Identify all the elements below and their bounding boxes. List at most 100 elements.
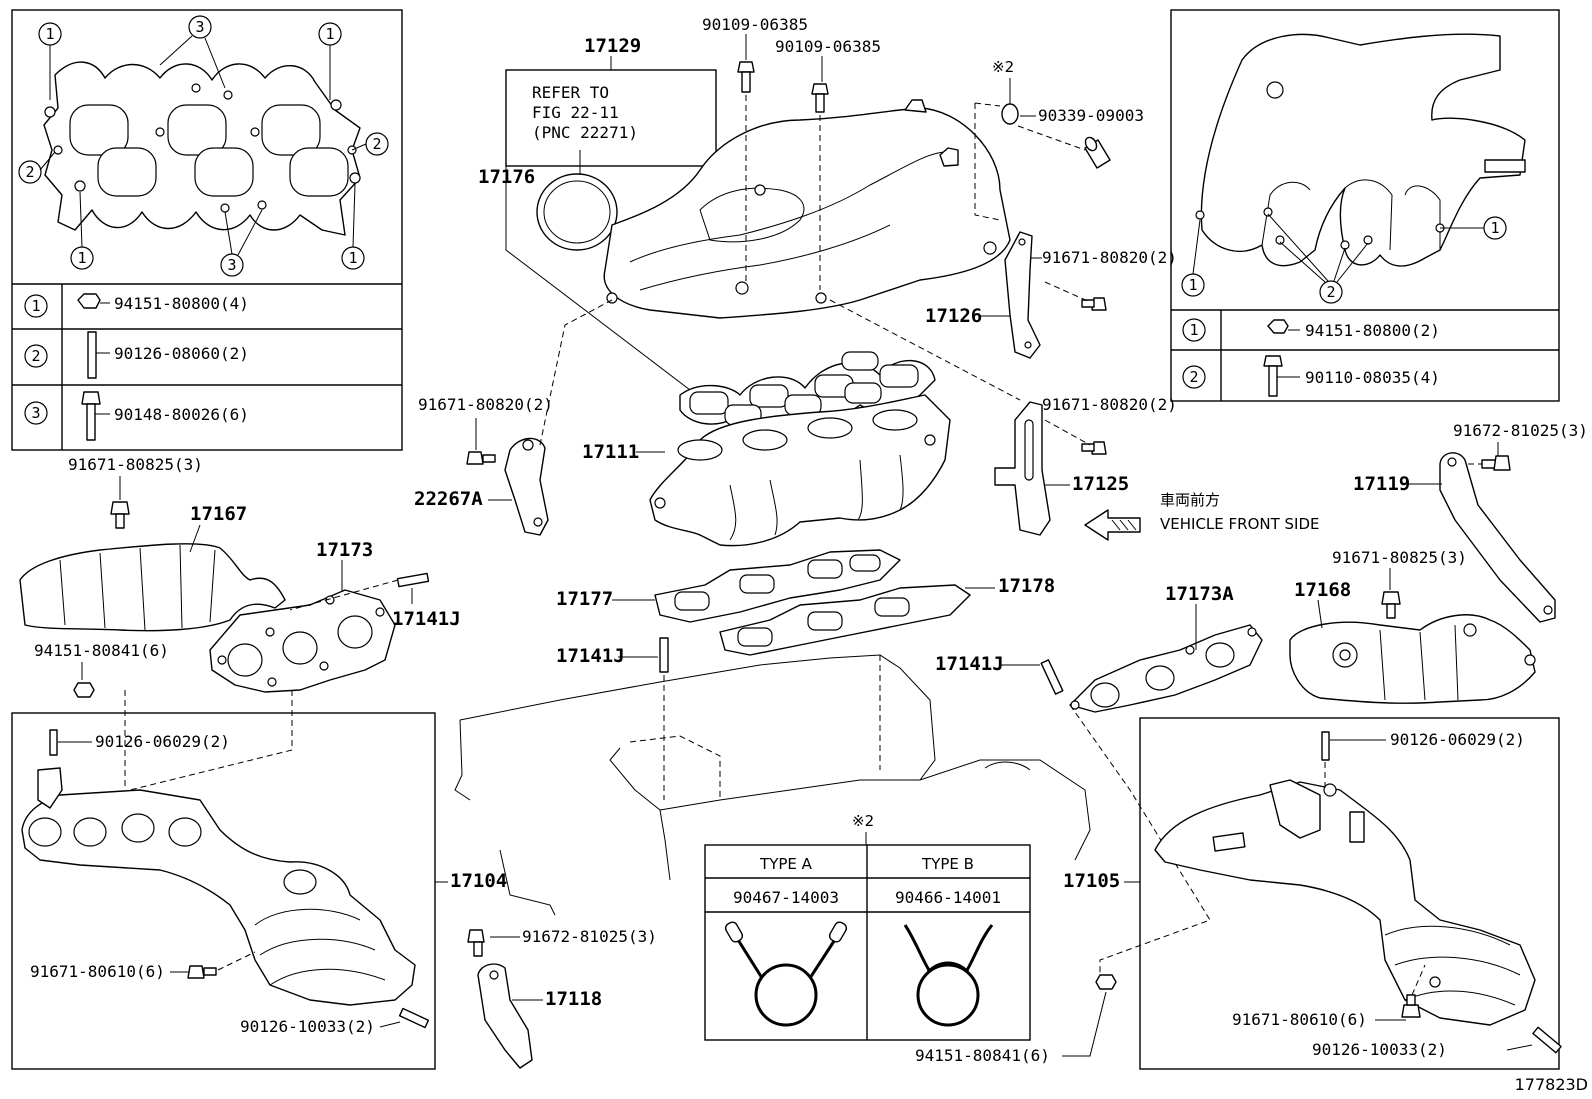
svg-text:3: 3 [31, 404, 40, 422]
stud-90126-06029-a [49, 729, 58, 756]
stud-90126-10033-a [398, 1007, 430, 1029]
part-label-90126-06029-b: 90126-06029(2) [1390, 730, 1525, 749]
throttle-gasket-ring [536, 173, 618, 251]
type-b-part-number: 90466-14001 [895, 888, 1001, 907]
part-label-17177: 17177 [556, 588, 613, 610]
svg-text:1: 1 [1189, 321, 1198, 339]
bolt-91671-80610-b [1401, 994, 1421, 1018]
refer-text-line3: (PNC 22271) [532, 123, 638, 142]
part-label-22267A: 22267A [414, 488, 483, 510]
part-label-17105: 17105 [1063, 870, 1120, 892]
part-label-91672-81025-a: 91672-81025(3) [522, 927, 657, 946]
type-a-part-number: 90467-14003 [733, 888, 839, 907]
stud-bolt-icon [87, 331, 110, 379]
bracket-22267A [504, 437, 549, 536]
part-label-17141J-b: 17141J [556, 645, 625, 667]
callout-3: 3 [220, 253, 244, 277]
right-table-row-1-part-number: 94151-80800(2) [1305, 321, 1440, 340]
bolt-91671-b [1081, 441, 1107, 455]
part-label-91671-80610-a: 91671-80610(6) [30, 962, 165, 981]
lower-intake-manifold-17111 [649, 394, 951, 547]
bolt-91671-c [466, 451, 496, 465]
part-label-91671-80610-b: 91671-80610(6) [1232, 1010, 1367, 1029]
table-row-1-callout: 1 [24, 294, 48, 318]
callout-2: 2 [18, 160, 42, 184]
direction-label-en: VEHICLE FRONT SIDE [1160, 515, 1320, 533]
part-label-17126: 17126 [925, 305, 982, 327]
bracket-17126 [1004, 231, 1041, 359]
svg-text:1: 1 [1490, 219, 1499, 237]
part-label-91671-80820-b: 91671-80820(2) [1042, 395, 1177, 414]
right-inset: 1 1 2 1 94151-80800(2) 2 90110-08035(4) [1170, 9, 1560, 402]
part-label-17141J-a: 17141J [392, 608, 461, 630]
refer-text-line1: REFER TO [532, 83, 609, 102]
svg-text:1: 1 [1188, 276, 1197, 294]
mark-2-label: ※2 [992, 58, 1014, 76]
bolt-90109-b [811, 83, 829, 113]
flange-bolt-icon [81, 391, 110, 441]
hose-clip-icon [1001, 103, 1019, 125]
part-label-91672-81025-b: 91672-81025(3) [1453, 421, 1588, 440]
exhaust-gasket-17173A [1069, 624, 1263, 713]
svg-text:3: 3 [227, 256, 236, 274]
stud-90126-06029-b [1321, 731, 1330, 761]
part-label-17111: 17111 [582, 441, 639, 463]
part-label-91671-80820-a: 91671-80820(2) [1042, 248, 1177, 267]
svg-text:1: 1 [45, 25, 54, 43]
table-row-2-part-number: 90126-08060(2) [114, 344, 249, 363]
part-label-94151-80841-a: 94151-80841(6) [34, 641, 169, 660]
callout-2: 2 [365, 132, 389, 156]
svg-text:2: 2 [25, 163, 34, 181]
part-label-90339-09003: 90339-09003 [1038, 106, 1144, 125]
part-label-91671-80820-c: 91671-80820(2) [418, 395, 553, 414]
part-label-17173A: 17173A [1165, 583, 1234, 605]
part-label-17176: 17176 [478, 166, 535, 188]
mark-2-table-label: ※2 [852, 812, 874, 830]
right-table-row-2-callout: 2 [1182, 365, 1206, 389]
part-label-17173: 17173 [316, 539, 373, 561]
part-label-90126-10033-a: 90126-10033(2) [240, 1017, 375, 1036]
bolt-91671-80825-b [1381, 591, 1401, 619]
svg-text:2: 2 [1326, 283, 1335, 301]
nut-icon [77, 293, 110, 309]
svg-text:1: 1 [325, 25, 334, 43]
nut-94151-a [73, 682, 95, 698]
nut-icon [1267, 319, 1300, 334]
svg-text:2: 2 [31, 347, 40, 365]
left-manifold-box: 90126-06029(2) 91671-80610(6) 90126-1003… [11, 712, 436, 1070]
callout-1: 1 [1483, 216, 1507, 240]
intake-gasket-17177 [654, 549, 901, 623]
part-label-17129: 17129 [584, 35, 641, 57]
callout-1: 1 [341, 246, 365, 270]
bolt-91671-80825-a [110, 501, 130, 529]
part-label-17168: 17168 [1294, 579, 1351, 601]
exhaust-manifold-drawing [1195, 33, 1526, 267]
right-table-row-2-part-number: 90110-08035(4) [1305, 368, 1440, 387]
svg-text:1: 1 [31, 297, 40, 315]
part-label-91671-80825-b: 91671-80825(3) [1332, 548, 1467, 567]
callout-1: 1 [38, 22, 62, 46]
intake-gasket-17178 [719, 584, 971, 656]
bolt-icon [1263, 355, 1300, 397]
upper-intake-area: REFER TO FIG 22-11 (PNC 22271) 17129 171… [478, 15, 1144, 391]
part-label-90109-06385-a: 90109-06385 [702, 15, 808, 34]
stud-17141J-b [659, 637, 669, 673]
callout-1: 1 [318, 22, 342, 46]
bolt-90109-a [737, 61, 755, 93]
engine-block-outline [454, 654, 1091, 916]
left-inset: 1 1 3 2 2 1 3 1 1 94151-80800(4) 2 90126… [11, 9, 403, 451]
intake-plenum-drawing [603, 99, 1011, 319]
svg-text:2: 2 [1189, 368, 1198, 386]
bracket-17119 [1439, 452, 1556, 623]
stud-17141J-c [1040, 659, 1064, 695]
bracket-17125 [994, 401, 1051, 536]
table-row-3-callout: 3 [24, 401, 48, 425]
callout-3: 3 [188, 15, 212, 39]
right-table-row-1-callout: 1 [1182, 318, 1206, 342]
bolt-91672-b [1481, 455, 1511, 471]
bolt-91672-a [467, 929, 485, 957]
bracket-17118 [477, 963, 533, 1069]
part-label-94151-80841-b: 94151-80841(6) [915, 1046, 1050, 1065]
type-a-label: TYPE A [759, 855, 813, 873]
